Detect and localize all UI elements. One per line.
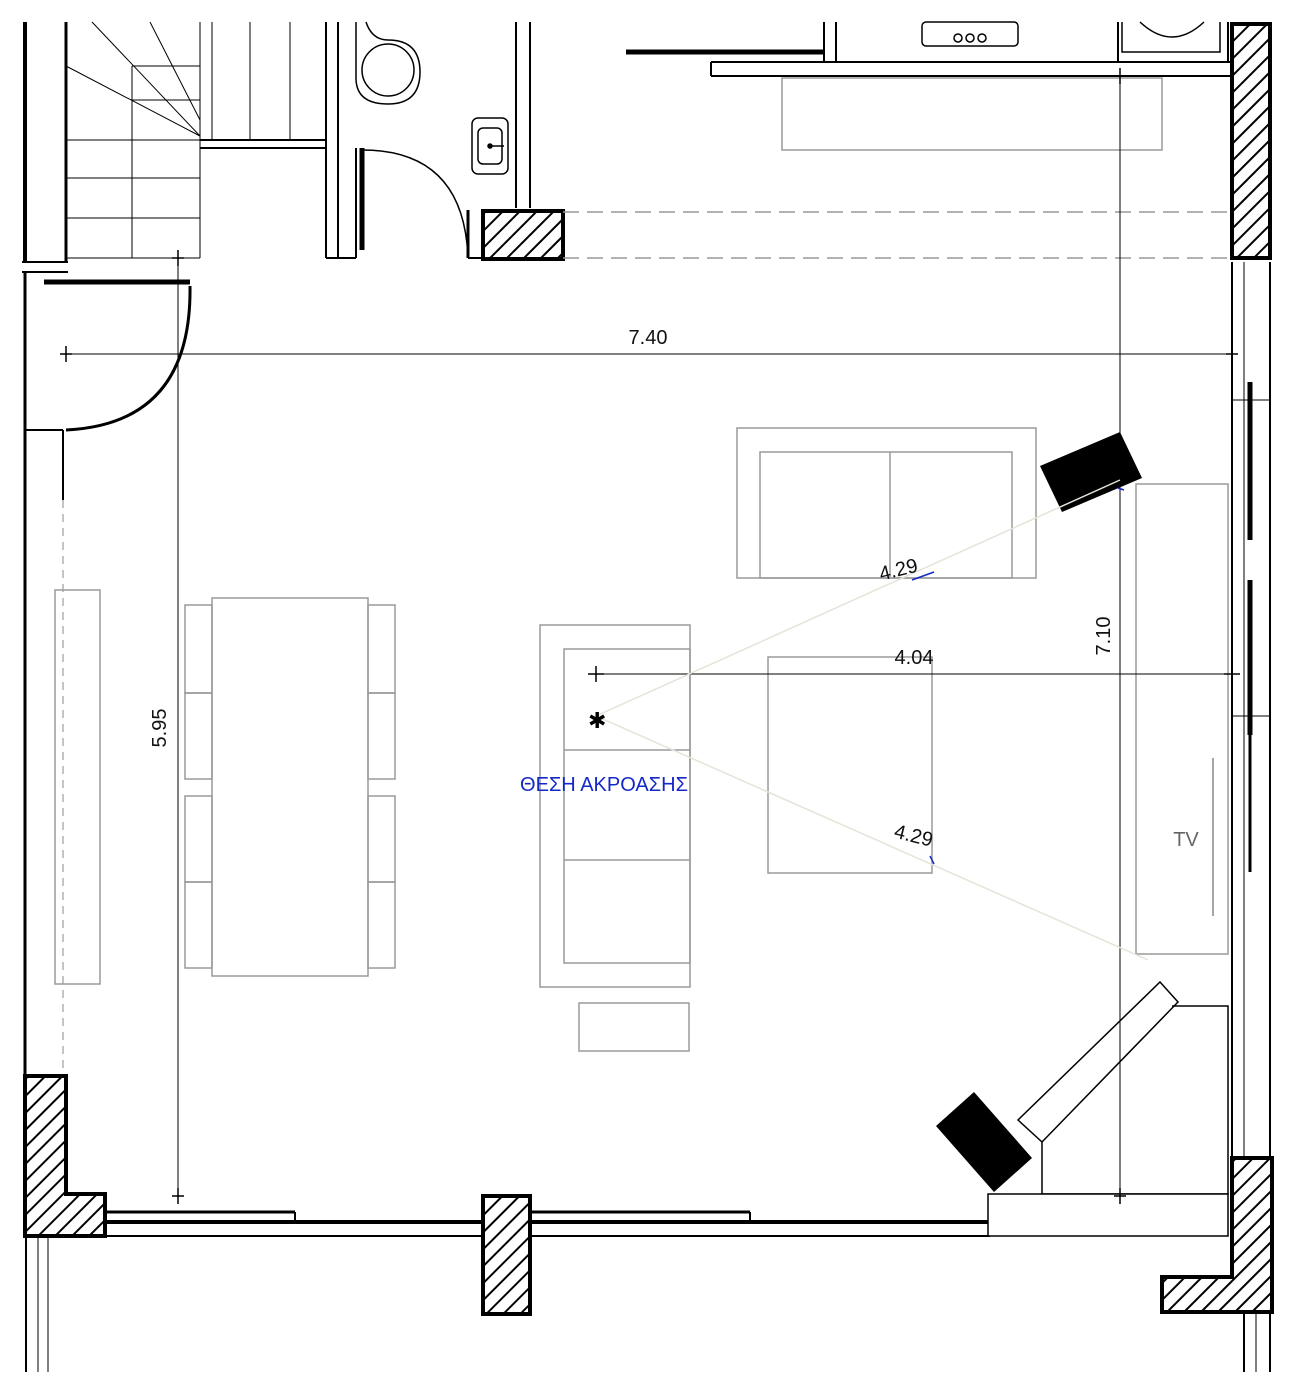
listening-marker-icon: ✱	[588, 709, 606, 734]
corner-unit	[987, 980, 1229, 1237]
speakers	[936, 432, 1142, 1192]
sofa	[539, 624, 691, 988]
appliance-top-right	[1121, 21, 1221, 53]
chair	[367, 692, 396, 780]
wc-fixtures	[355, 21, 1221, 259]
speaker-distance-lines	[595, 479, 1149, 961]
dimension-ticks	[60, 68, 1240, 1204]
dimension-lines	[66, 76, 1232, 1196]
dim-room-depth-right: 7.10	[1093, 617, 1115, 656]
speaker-front	[1040, 432, 1142, 512]
toilet-bowl	[361, 43, 415, 97]
dim-listening-to-wall: 4.04	[895, 647, 934, 669]
column-top-right	[1230, 22, 1272, 260]
stairs	[65, 21, 291, 259]
beam-lines	[563, 211, 1232, 259]
loveseat	[736, 427, 1037, 579]
chair	[184, 795, 213, 883]
ottoman	[578, 1002, 690, 1052]
column-bottom-left	[23, 1074, 107, 1238]
tv-unit	[1135, 483, 1229, 955]
dim-speaker-left: 4.29	[877, 555, 920, 586]
kitchen-counter	[781, 77, 1163, 151]
column-top-center	[481, 209, 565, 261]
speaker-rear	[936, 1092, 1032, 1192]
chair	[184, 604, 213, 694]
coffee-table	[767, 656, 933, 874]
dim-speaker-right: 4.29	[892, 821, 935, 852]
left-cabinet	[54, 589, 101, 985]
entrance-door	[44, 279, 192, 432]
toilet	[355, 21, 421, 105]
dining-table	[211, 597, 369, 977]
column-bottom-right	[1160, 1156, 1274, 1314]
furniture	[54, 77, 1229, 1052]
walls	[22, 22, 1271, 1372]
dim-room-depth-left: 5.95	[149, 709, 171, 748]
kitchen-sink	[921, 21, 1019, 47]
chair	[184, 692, 213, 780]
chair	[367, 881, 396, 969]
chair	[367, 604, 396, 694]
dim-room-width: 7.40	[629, 327, 668, 349]
column-bottom-center	[481, 1194, 532, 1316]
tv-label: TV	[1173, 829, 1199, 851]
chair	[367, 795, 396, 883]
wc-sink	[471, 117, 509, 175]
chair	[184, 881, 213, 969]
wc-door-arc	[361, 149, 469, 259]
listening-position-label: ΘΕΣΗ ΑΚΡΟΑΣΗΣ	[520, 774, 688, 796]
columns	[23, 22, 1274, 1316]
